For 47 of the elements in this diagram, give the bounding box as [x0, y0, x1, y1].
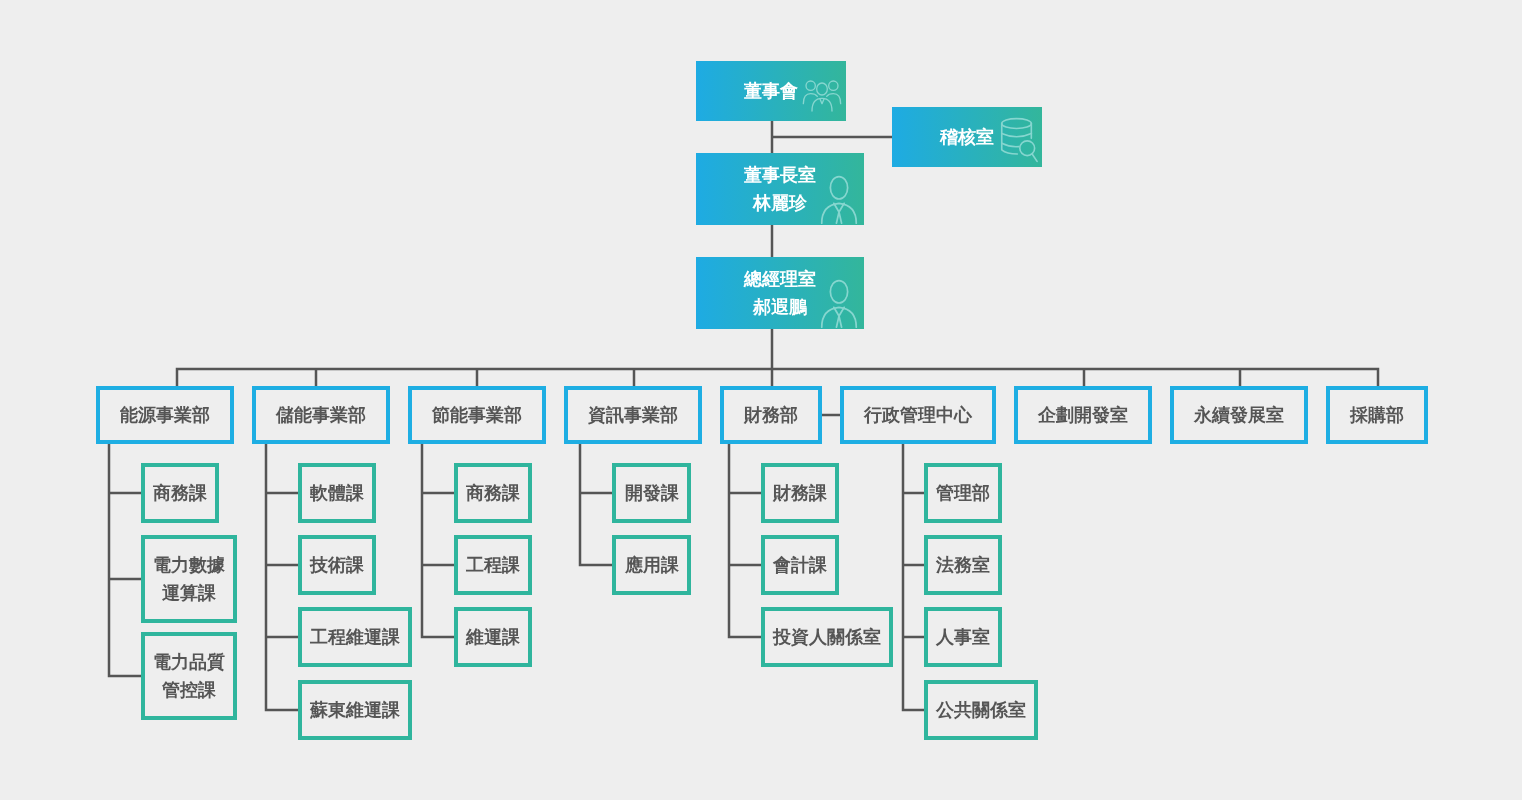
section-box: 會計課	[761, 535, 839, 595]
connector-line	[264, 442, 300, 712]
person-name: 郝遐鵬	[753, 296, 807, 319]
section-box: 工程課	[454, 535, 532, 595]
department-box: 財務部	[720, 386, 822, 444]
person-name: 林麗珍	[753, 192, 807, 215]
org-unit-box	[696, 61, 846, 121]
connector-line	[770, 119, 894, 155]
org-unit-box	[696, 257, 864, 329]
department-box: 儲能事業部	[252, 386, 390, 444]
section-box: 電力品質管控課	[141, 632, 237, 720]
section-box: 技術課	[298, 535, 376, 595]
section-box: 商務課	[141, 463, 219, 523]
section-box: 投資人關係室	[761, 607, 893, 667]
connector-line	[727, 442, 763, 639]
org-unit-box	[696, 153, 864, 225]
org-unit-box	[892, 107, 1042, 167]
connector-line	[578, 442, 614, 567]
department-box: 採購部	[1326, 386, 1428, 444]
section-box: 開發課	[612, 463, 691, 523]
connector-line	[901, 442, 926, 712]
department-box: 能源事業部	[96, 386, 234, 444]
unit-name: 稽核室	[940, 126, 994, 149]
unit-name: 董事會	[744, 80, 798, 103]
section-box: 應用課	[612, 535, 691, 595]
department-box: 節能事業部	[408, 386, 546, 444]
section-box: 軟體課	[298, 463, 376, 523]
department-box: 行政管理中心	[840, 386, 996, 444]
section-box: 蘇東維運課	[298, 680, 412, 740]
section-box: 法務室	[924, 535, 1002, 595]
section-box: 商務課	[454, 463, 532, 523]
unit-name: 董事長室	[744, 164, 816, 187]
connector-line	[770, 225, 774, 257]
department-box: 企劃開發室	[1014, 386, 1152, 444]
section-box: 電力數據運算課	[141, 535, 237, 623]
department-box: 永續發展室	[1170, 386, 1308, 444]
section-box: 人事室	[924, 607, 1002, 667]
section-box: 工程維運課	[298, 607, 412, 667]
section-box: 管理部	[924, 463, 1002, 523]
connector-line	[175, 327, 1380, 417]
connector-line	[420, 442, 456, 639]
section-box: 維運課	[454, 607, 532, 667]
connector-line	[107, 442, 143, 678]
department-box: 資訊事業部	[564, 386, 702, 444]
unit-name: 總經理室	[744, 268, 816, 291]
section-box: 公共關係室	[924, 680, 1038, 740]
section-box: 財務課	[761, 463, 839, 523]
